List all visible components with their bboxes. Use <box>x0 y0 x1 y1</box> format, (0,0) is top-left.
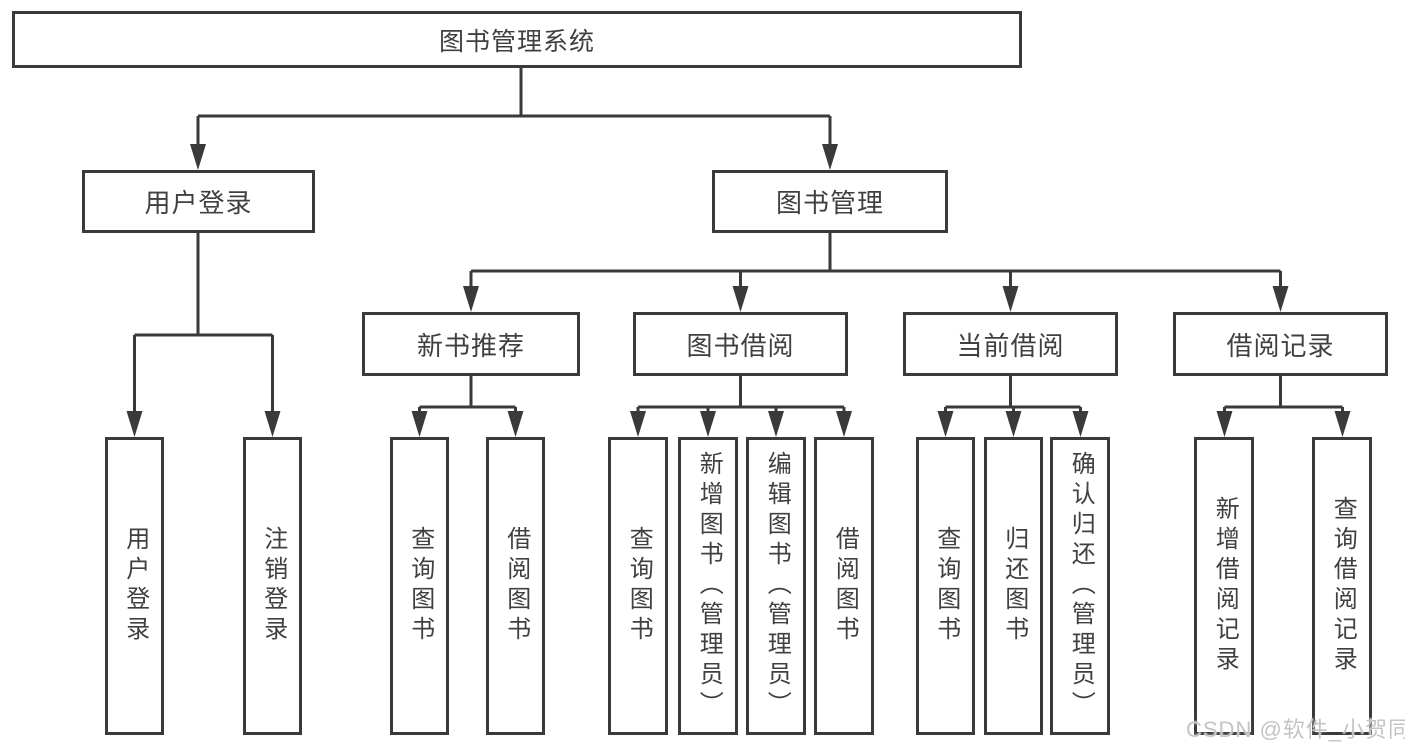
arrowhead <box>630 411 646 437</box>
leaf-user-login: 用户登录 <box>105 437 164 735</box>
arrowhead <box>1334 411 1351 437</box>
arrowhead <box>700 411 716 437</box>
node-label: 注销登录 <box>259 526 287 646</box>
node-label: 图书借阅 <box>686 330 795 361</box>
leaf-logout: 注销登录 <box>243 437 302 735</box>
arrowhead <box>732 286 749 312</box>
arrowhead <box>1072 411 1089 437</box>
leaf-query-books-current: 查询图书 <box>916 437 975 735</box>
node-label: 当前借阅 <box>956 330 1065 361</box>
node-label: 新书推荐 <box>416 330 525 361</box>
node-new-book-recommendation: 新书推荐 <box>362 312 580 376</box>
node-user-login-branch: 用户登录 <box>82 170 315 233</box>
arrowhead <box>1216 411 1233 437</box>
leaf-borrow-books-recommend: 借阅图书 <box>486 437 545 735</box>
node-label: 借阅图书 <box>831 526 859 646</box>
node-label: 用户登录 <box>144 188 253 218</box>
node-label: 查询借阅记录 <box>1329 496 1357 676</box>
csdn-watermark: CSDN @软件_小贺同学 <box>1186 717 1405 742</box>
leaf-query-books-recommend: 查询图书 <box>390 437 449 735</box>
node-label: 新增图书（管理员） <box>695 451 723 721</box>
node-label: 借阅图书 <box>502 526 530 646</box>
arrowhead <box>822 144 838 170</box>
node-label: 新增借阅记录 <box>1211 496 1239 676</box>
node-current-borrowing: 当前借阅 <box>903 312 1118 376</box>
leaf-query-borrow-record: 查询借阅记录 <box>1312 437 1372 735</box>
connector-leaf-drops <box>418 407 1344 425</box>
node-label: 编辑图书（管理员） <box>763 451 791 721</box>
connector-bookmgmt-fork <box>469 233 1282 300</box>
arrowhead <box>507 411 524 437</box>
connector-root-stem <box>196 68 832 158</box>
leaf-query-books-borrowing: 查询图书 <box>608 437 668 735</box>
leaf-edit-books-admin: 编辑图书（管理员） <box>746 437 806 735</box>
node-label: 图书管理系统 <box>438 27 595 56</box>
arrowhead <box>264 411 281 437</box>
arrowhead <box>937 411 954 437</box>
arrowhead <box>1005 411 1022 437</box>
leaf-return-books: 归还图书 <box>984 437 1043 735</box>
node-label: 确认归还（管理员） <box>1067 451 1095 721</box>
connector-userlogin-fork <box>133 233 274 425</box>
arrowhead <box>836 411 852 437</box>
node-book-management: 图书管理 <box>712 170 948 233</box>
arrowhead <box>190 144 206 170</box>
node-label: 查询图书 <box>932 526 960 646</box>
leaf-borrow-books-borrowing: 借阅图书 <box>814 437 874 735</box>
arrowheads <box>126 144 1351 437</box>
node-label: 查询图书 <box>406 526 434 646</box>
arrowhead <box>126 411 143 437</box>
leaf-add-books-admin: 新增图书（管理员） <box>678 437 738 735</box>
node-label: 归还图书 <box>1000 526 1028 646</box>
node-label: 图书管理 <box>775 188 884 218</box>
arrowhead <box>463 286 479 312</box>
node-label: 用户登录 <box>121 526 149 646</box>
connector-level3-stems <box>469 376 1282 407</box>
leaf-confirm-return-admin: 确认归还（管理员） <box>1050 437 1110 735</box>
arrowhead <box>1272 286 1289 312</box>
arrowhead <box>411 411 428 437</box>
node-root-system: 图书管理系统 <box>12 11 1022 68</box>
node-book-borrowing: 图书借阅 <box>633 312 848 376</box>
arrowhead <box>1002 286 1019 312</box>
node-label: 借阅记录 <box>1226 330 1335 361</box>
arrowhead <box>768 411 784 437</box>
node-borrowing-records: 借阅记录 <box>1173 312 1388 376</box>
node-label: 查询图书 <box>625 526 653 646</box>
leaf-add-borrow-record: 新增借阅记录 <box>1194 437 1254 735</box>
